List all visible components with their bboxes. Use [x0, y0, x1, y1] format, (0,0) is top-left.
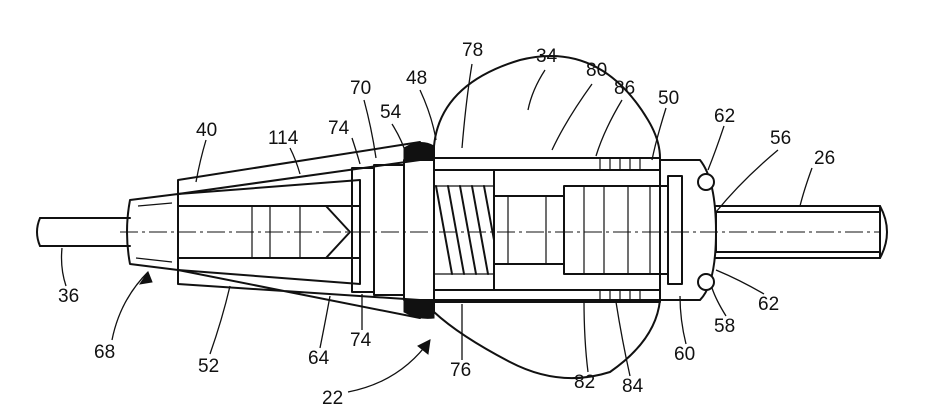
arrowhead-68: [138, 270, 153, 285]
label-48: 48: [406, 68, 427, 89]
end-cap: [659, 159, 717, 301]
insulator-block: [351, 159, 435, 301]
label-86: 86: [614, 78, 635, 99]
arrowhead-22: [417, 339, 431, 355]
label-74-top: 74: [328, 118, 350, 139]
label-52: 52: [198, 356, 219, 377]
contact-pin: [493, 185, 669, 275]
label-84: 84: [622, 376, 644, 397]
label-36: 36: [58, 286, 79, 307]
label-78: 78: [462, 40, 483, 61]
label-114: 114: [268, 128, 299, 149]
label-50: 50: [658, 88, 679, 109]
label-62-top: 62: [714, 106, 735, 127]
label-60: 60: [674, 344, 695, 365]
label-70: 70: [350, 78, 371, 99]
label-82: 82: [574, 372, 595, 393]
label-22: 22: [322, 388, 343, 409]
spring-housing: [433, 169, 495, 291]
strain-relief-nose: [126, 193, 179, 271]
leader-lines: [60, 63, 813, 393]
label-74-bottom: 74: [350, 330, 372, 351]
label-64: 64: [308, 348, 330, 369]
label-40: 40: [196, 120, 217, 141]
label-76: 76: [450, 360, 471, 381]
label-54: 54: [380, 102, 402, 123]
label-62-bottom: 62: [758, 294, 779, 315]
label-58: 58: [714, 316, 735, 337]
reference-numerals: 34 80 86 78 48 70 54 50 62 56 26 40 114 …: [58, 40, 835, 409]
label-56: 56: [770, 128, 791, 149]
outer-sleeve: [177, 141, 421, 319]
label-34: 34: [536, 46, 558, 67]
label-68: 68: [94, 342, 115, 363]
left-cable: [36, 217, 131, 247]
label-26: 26: [814, 148, 835, 169]
label-80: 80: [586, 60, 607, 81]
